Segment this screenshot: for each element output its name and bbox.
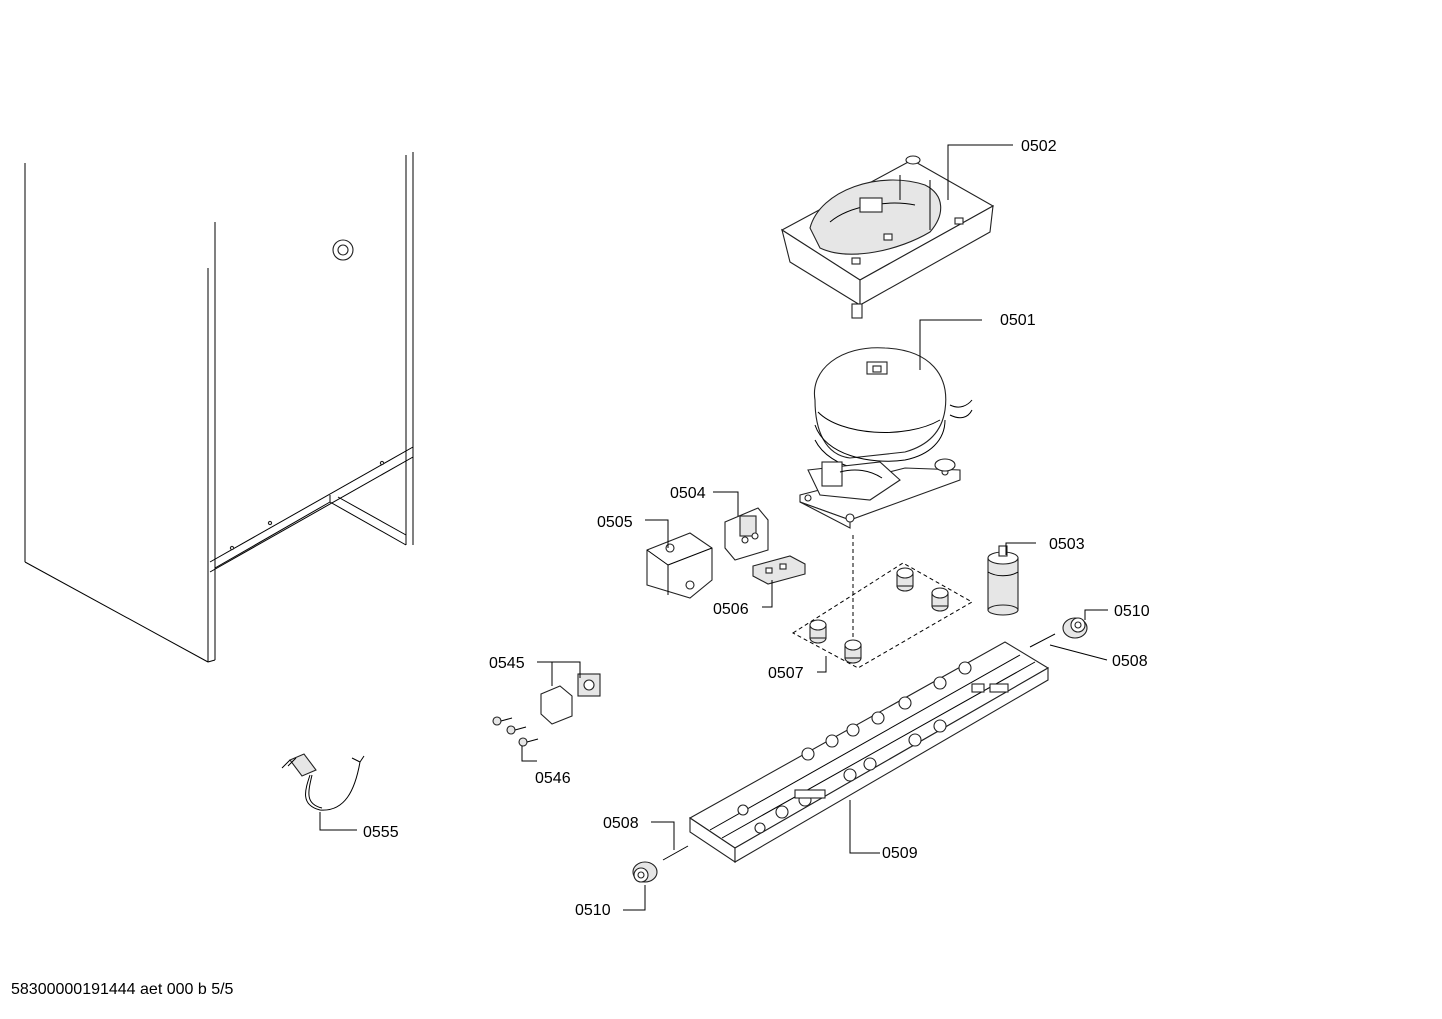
- relay-drawing: [724, 507, 769, 561]
- callout-0502: 0502: [1021, 138, 1057, 155]
- grommet-2: [844, 639, 862, 664]
- grommet-3: [896, 567, 914, 592]
- callout-0507: 0507: [768, 665, 804, 682]
- base-plate-drawing: [688, 641, 1050, 864]
- cabinet-drawing: [24, 152, 414, 663]
- callout-0509: 0509: [882, 845, 918, 862]
- axle-pin-right-drawing: [1029, 633, 1056, 648]
- callout-0510-left: 0510: [575, 902, 611, 919]
- overload-drawing: [752, 555, 806, 585]
- callout-0504: 0504: [670, 485, 706, 502]
- grommet-4: [931, 587, 949, 612]
- callout-0501: 0501: [1000, 312, 1036, 329]
- grommet-1: [809, 619, 827, 644]
- callout-0508-right: 0508: [1112, 653, 1148, 670]
- callout-0503: 0503: [1049, 536, 1085, 553]
- callout-0546: 0546: [535, 770, 571, 787]
- roller-left-drawing: [632, 861, 658, 883]
- callout-0505: 0505: [597, 514, 633, 531]
- callout-0506: 0506: [713, 601, 749, 618]
- roller-right-drawing: [1062, 617, 1088, 639]
- document-code: 58300000191444 aet 000 b 5/5: [11, 981, 234, 998]
- leader-lines: [319, 144, 1108, 911]
- screws-drawing: [492, 716, 539, 747]
- callout-0508-left: 0508: [603, 815, 639, 832]
- drip-tray-drawing: [780, 155, 995, 319]
- callout-0510-right: 0510: [1114, 603, 1150, 620]
- dryer-drawing: [987, 545, 1019, 616]
- relay-cover-drawing: [646, 532, 713, 599]
- callout-0555: 0555: [363, 824, 399, 841]
- mains-cable-drawing: [281, 753, 365, 811]
- compressor-drawing: [799, 347, 973, 529]
- axle-pin-left-drawing: [662, 845, 689, 861]
- thermostat-clip-drawing: [540, 672, 601, 725]
- grommet-base-drawing: [792, 535, 974, 669]
- callout-0545: 0545: [489, 655, 525, 672]
